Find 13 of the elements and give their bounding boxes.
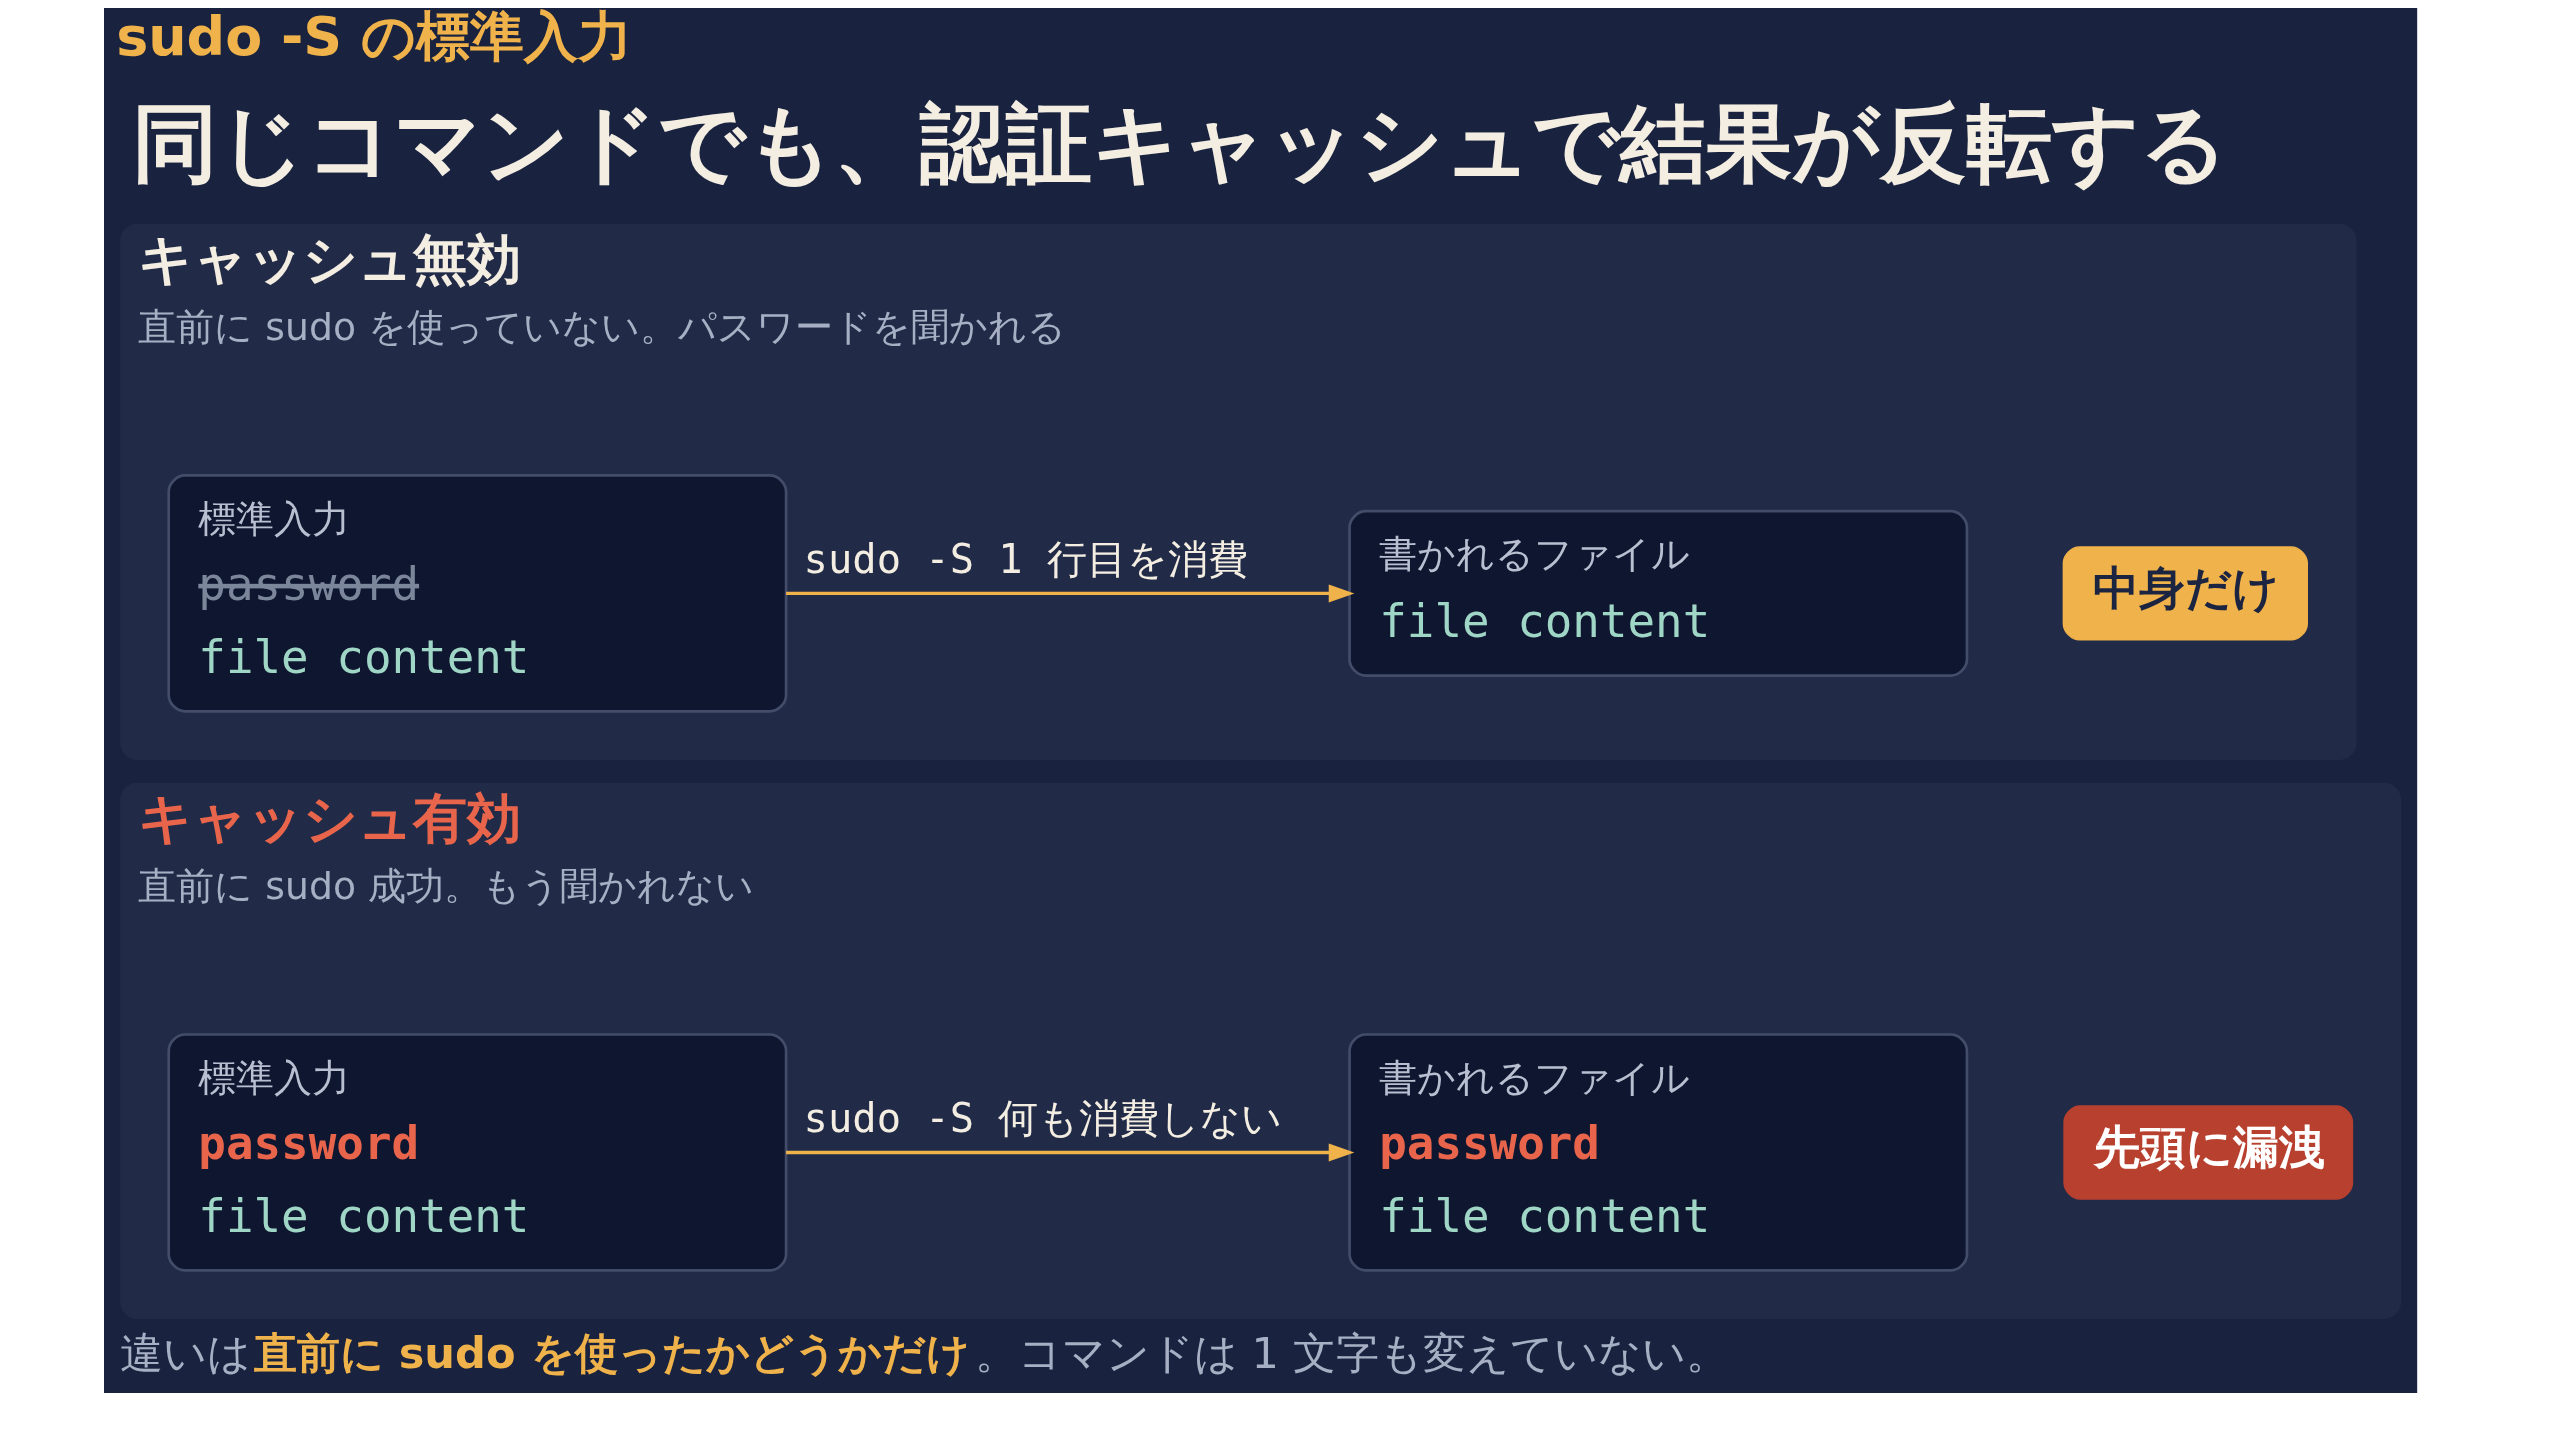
arrow xyxy=(786,1143,1355,1162)
node-box: 書かれるファイル password file content xyxy=(1348,1033,1969,1272)
arrow xyxy=(786,584,1355,603)
edge-label: sudo -S 何も消費しない xyxy=(803,1093,1283,1142)
diagram-title: 同じコマンドでも、認証キャッシュで結果が反転する xyxy=(131,92,2228,193)
node-box: 先頭に漏洩 xyxy=(2063,1105,2354,1200)
node-box: 中身だけ xyxy=(2062,546,2308,641)
label: sudo -S の標準入力 xyxy=(116,5,632,69)
node-box: 標準入力 password file content xyxy=(167,474,788,713)
edge-label: sudo -S 1 行目を消費 xyxy=(803,534,1249,583)
node-box: 書かれるファイル file content xyxy=(1348,509,1969,677)
node-box: 標準入力 password file content xyxy=(167,1033,788,1272)
caption: 違いは直前に sudo を使ったかどうかだけ。コマンドは 1 文字も変えていない。 xyxy=(120,1328,1729,1379)
